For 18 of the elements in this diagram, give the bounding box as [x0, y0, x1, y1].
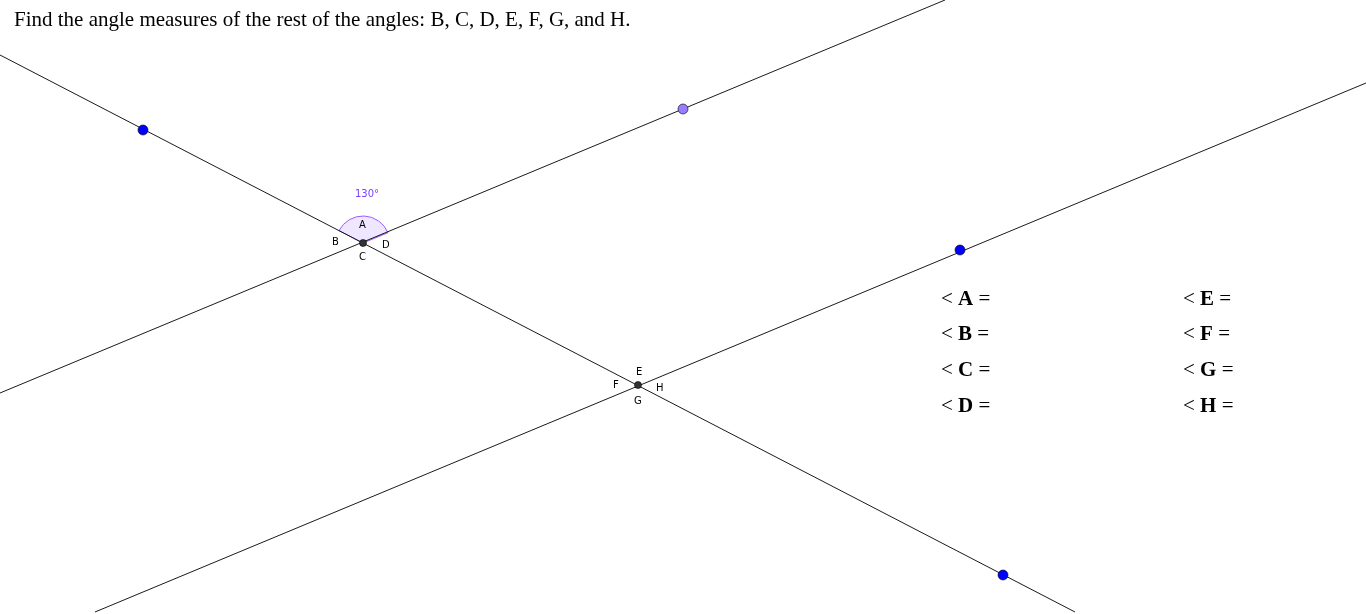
angle-equation: < C =: [941, 357, 991, 382]
angle-label: H: [656, 382, 664, 393]
angle-equation: < F =: [1183, 321, 1230, 346]
angle-equation: < E =: [1183, 286, 1232, 311]
angle-label: E: [636, 366, 643, 377]
angle-label: A: [359, 219, 366, 230]
angle-label: G: [634, 395, 642, 406]
angle-equation: < B =: [941, 321, 990, 346]
angle-label: B: [332, 236, 339, 247]
angle-label: C: [359, 251, 366, 262]
angle-equation: < D =: [941, 393, 991, 418]
angle-label: D: [382, 239, 390, 250]
angle-measure: 130°: [355, 188, 380, 199]
angle-label: F: [613, 379, 619, 390]
angle-equation: < H =: [1183, 393, 1234, 418]
question-text: Find the angle measures of the rest of the angles: B, C, D, E, F, G, and H.: [14, 7, 631, 32]
angle-equation: < G =: [1183, 357, 1234, 382]
angle-equation: < A =: [941, 286, 991, 311]
